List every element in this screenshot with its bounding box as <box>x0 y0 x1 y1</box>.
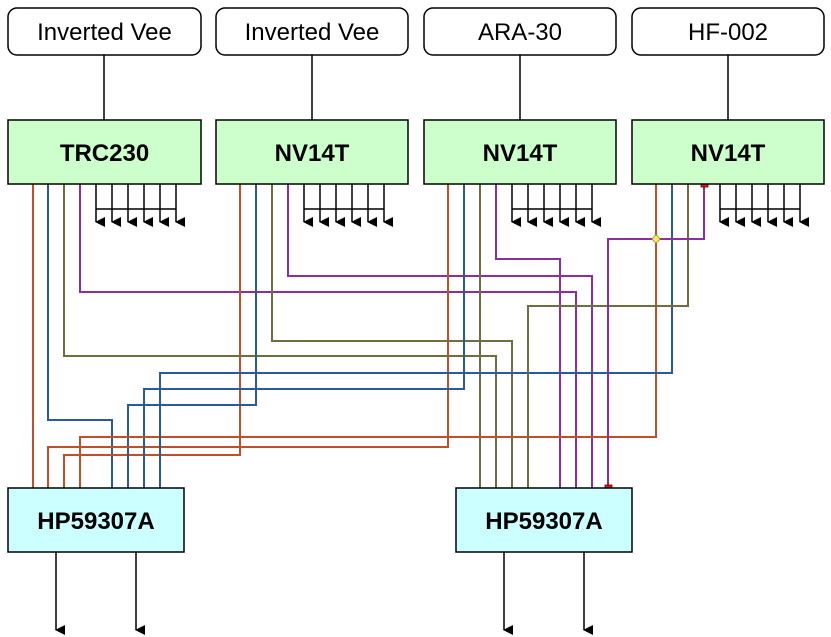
junction-marker-yellow <box>651 234 661 244</box>
antenna-label: Inverted Vee <box>245 19 380 46</box>
receiver-box <box>631 119 825 185</box>
antenna-4: HF-002 <box>631 7 825 120</box>
wire-orange <box>47 184 449 488</box>
receiver-box <box>7 119 202 185</box>
wire-purple <box>79 184 577 488</box>
antenna-label: HF-002 <box>688 19 768 46</box>
wiring <box>32 184 705 488</box>
receiver-label: NV14T <box>483 140 558 167</box>
switch-1: HP59307A <box>7 487 185 635</box>
antenna-label: Inverted Vee <box>37 19 172 46</box>
wire-purple <box>287 184 593 488</box>
receiver-label: NV14T <box>275 140 350 167</box>
antenna-label: ARA-30 <box>478 19 562 46</box>
wire-blue <box>127 184 257 488</box>
wire-olive <box>271 184 513 488</box>
receiver-3: NV14T <box>423 119 617 185</box>
receiver-box <box>215 119 409 185</box>
switch-label: HP59307A <box>485 508 602 535</box>
switch-label: HP59307A <box>37 508 154 535</box>
antenna-2: Inverted Vee <box>215 7 409 120</box>
wire-orange <box>79 184 657 488</box>
receiver-label: TRC230 <box>60 140 149 167</box>
wire-olive <box>63 184 497 488</box>
switch-box <box>7 487 185 553</box>
output-arrow-fans <box>95 184 809 227</box>
receiver-4: NV14T <box>631 119 825 185</box>
wire-blue <box>159 184 673 488</box>
receiver-2: NV14T <box>215 119 409 185</box>
antenna-1: Inverted Vee <box>7 7 202 120</box>
receiver-box <box>423 119 617 185</box>
antenna-3: ARA-30 <box>423 7 617 120</box>
receiver-label: NV14T <box>691 140 766 167</box>
switch-2: HP59307A <box>455 487 633 635</box>
wire-blue <box>143 184 465 488</box>
receiver-1: TRC230 <box>7 119 202 185</box>
switch-box <box>455 487 633 553</box>
wire-orange <box>63 184 241 488</box>
